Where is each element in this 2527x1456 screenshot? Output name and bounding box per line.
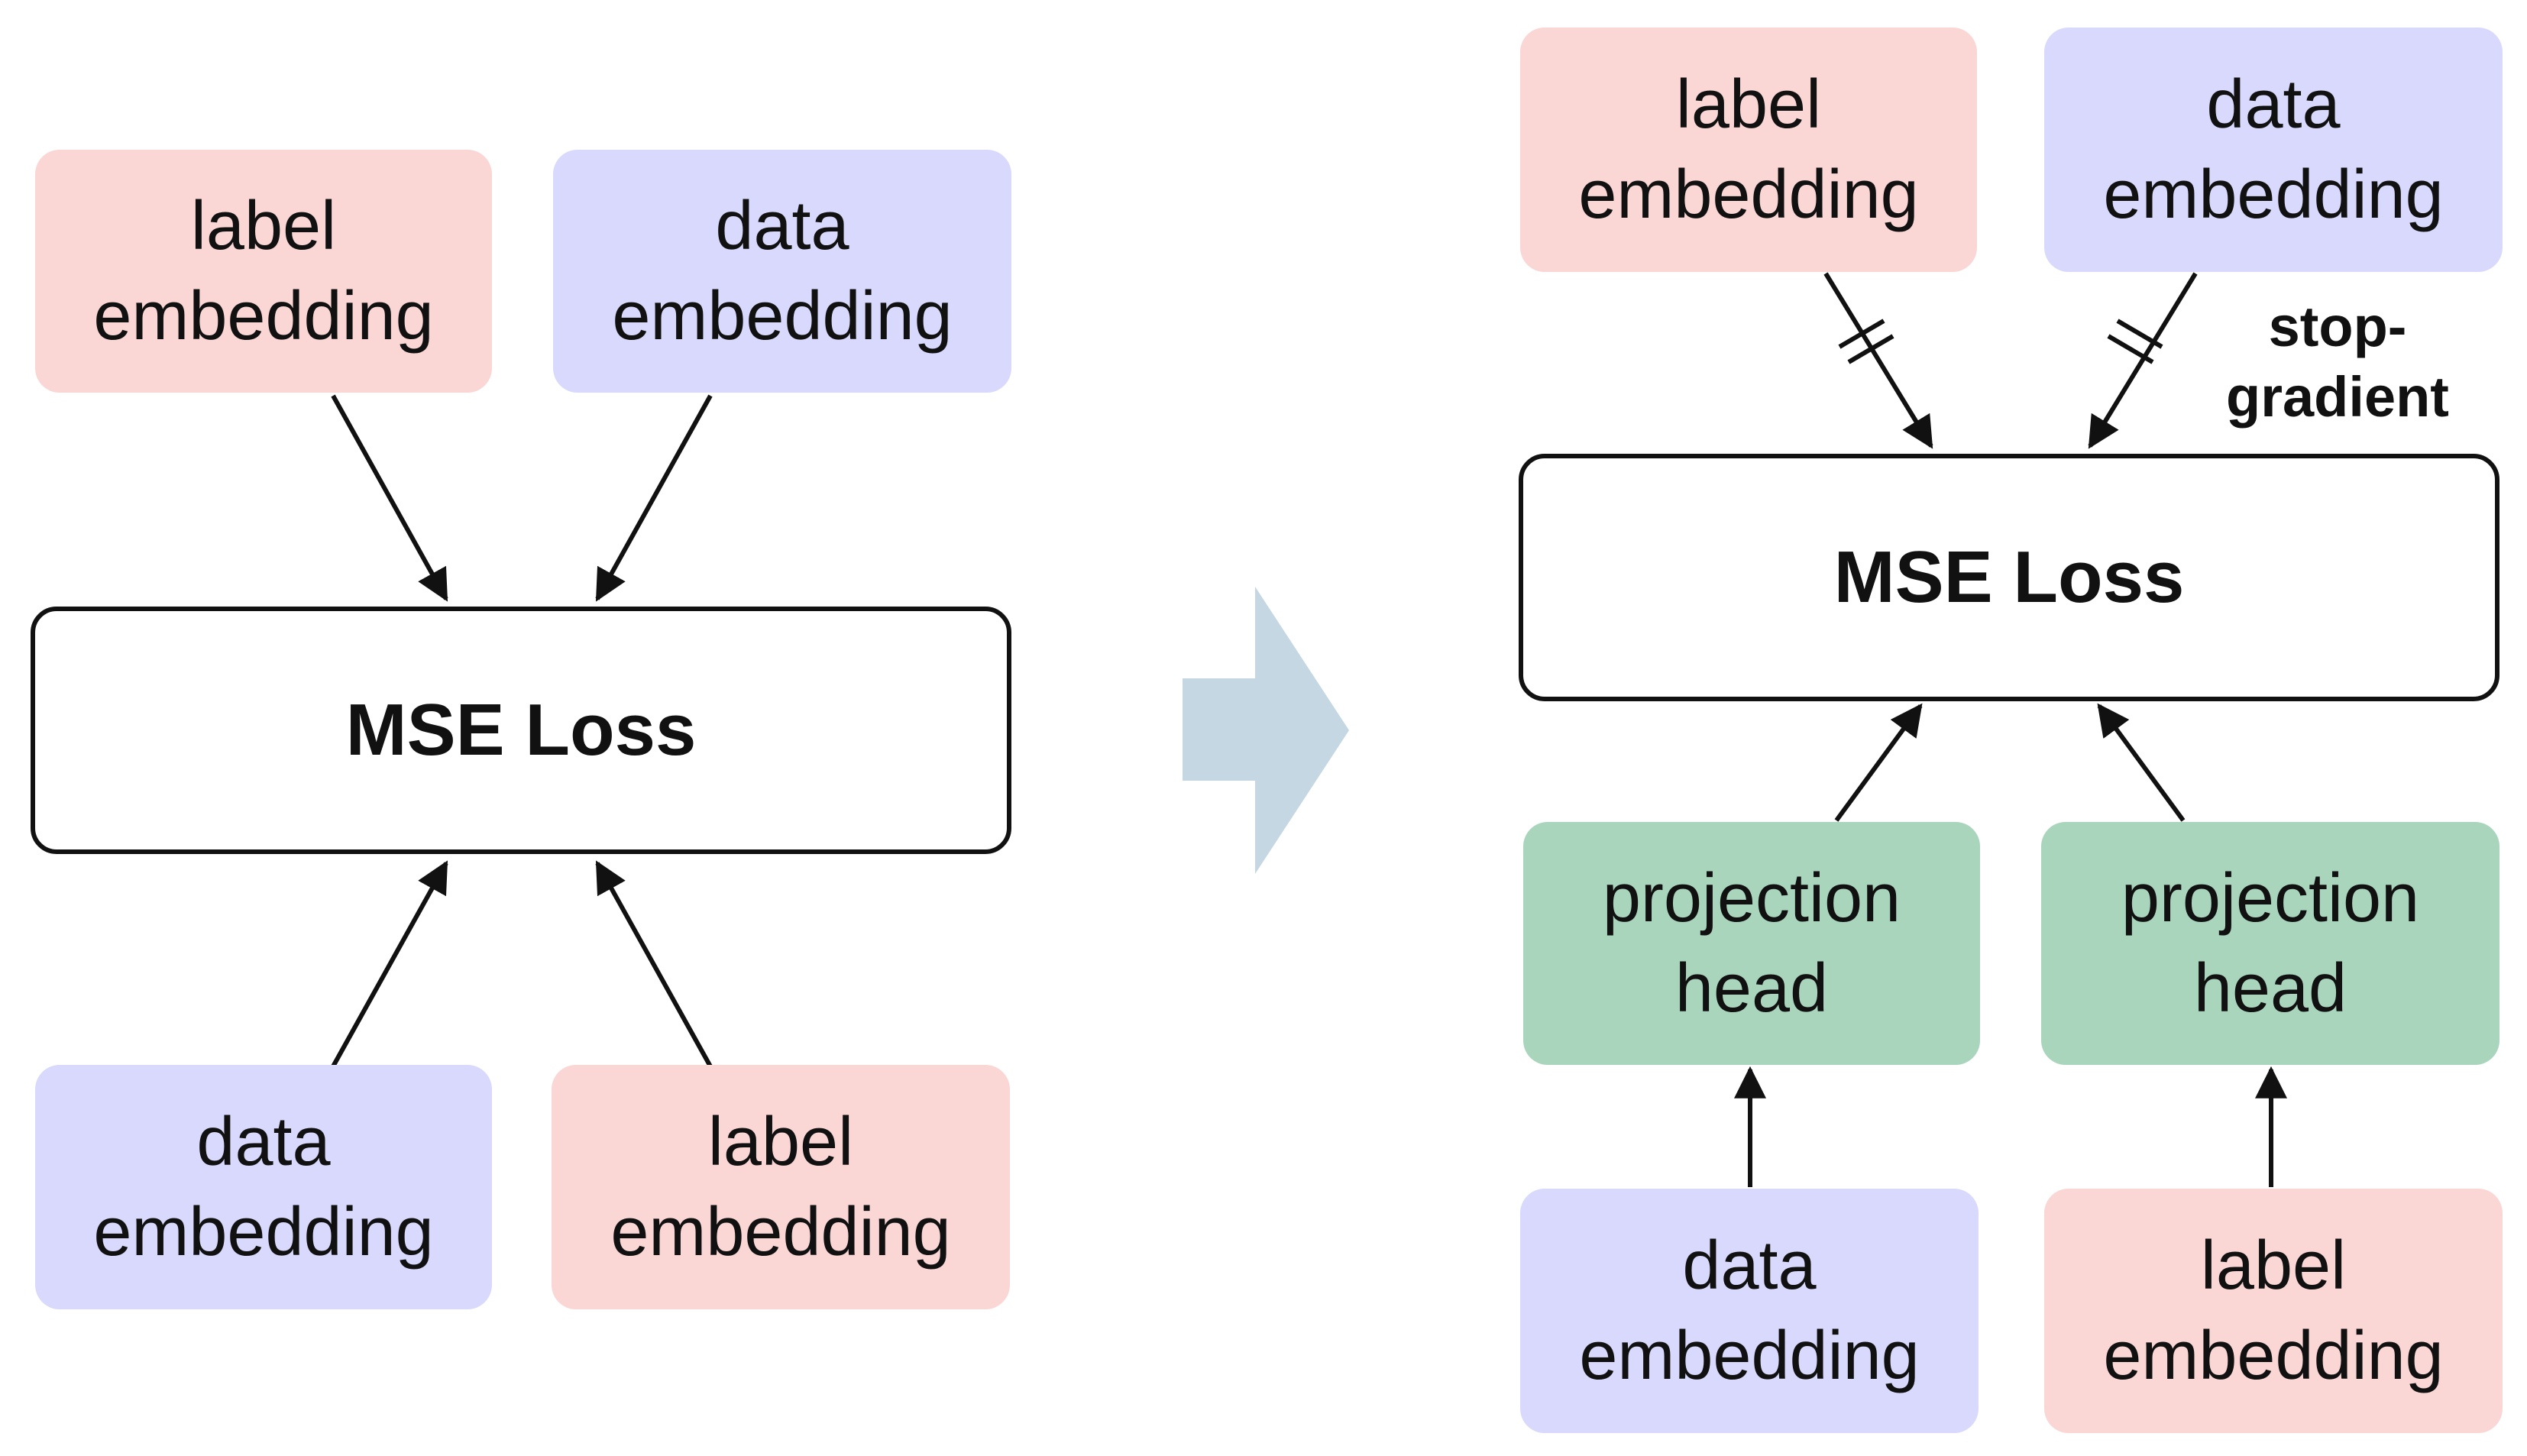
box-text-line: projection <box>2121 860 2420 937</box>
box-text-line: embedding <box>93 278 434 354</box>
right-projection-head-left-box: projection head <box>1523 822 1980 1065</box>
arrow-data-to-loss <box>595 394 713 602</box>
arrow-label-to-loss-stopgrad <box>1823 272 1933 449</box>
stop-gradient-mark-left <box>1838 319 1894 364</box>
box-text-line: data <box>1682 1228 1817 1304</box>
box-text-line: projection <box>1602 860 1901 937</box>
box-text-line: embedding <box>1579 1318 1920 1394</box>
stop-gradient-mark-right <box>2107 319 2163 364</box>
box-text-line: data <box>196 1104 331 1180</box>
box-text-line: embedding <box>2103 157 2444 233</box>
box-text-line: embedding <box>1578 157 1919 233</box>
box-text-line: head <box>2193 950 2347 1027</box>
transition-arrow <box>1183 587 1349 874</box>
box-text-line: label <box>190 188 337 264</box>
box-text-line: embedding <box>612 278 953 354</box>
box-text-line: head <box>1674 950 1829 1027</box>
left-label-embedding-box: label embedding <box>35 150 492 393</box>
arrow-proj-left-to-loss <box>1834 703 1923 822</box>
box-text-line: data <box>715 188 849 264</box>
arrow-proj-right-to-loss <box>2097 703 2186 822</box>
arrow-label-to-loss <box>331 394 448 602</box>
right-mse-loss-box: MSE Loss <box>1519 454 2499 701</box>
left-bottom-data-embedding-box: data embedding <box>35 1065 492 1309</box>
right-bottom-data-embedding-box: data embedding <box>1520 1189 1979 1433</box>
right-projection-head-right-box: projection head <box>2041 822 2499 1065</box>
left-bottom-label-embedding-box: label embedding <box>552 1065 1010 1309</box>
arrow-data-to-loss-stopgrad <box>2088 272 2198 449</box>
right-data-embedding-box: data embedding <box>2044 28 2503 272</box>
box-text-line: data <box>2206 66 2341 143</box>
arrow-bottom-label-to-loss <box>595 860 713 1068</box>
box-text-line: label <box>2200 1228 2347 1304</box>
loss-label: MSE Loss <box>345 689 697 771</box>
note-line: gradient <box>2226 365 2449 429</box>
box-text-line: embedding <box>2103 1318 2444 1394</box>
stop-gradient-label: stop- gradient <box>2200 292 2475 432</box>
loss-label: MSE Loss <box>1833 536 2185 618</box>
box-text-line: embedding <box>610 1194 951 1270</box>
note-line: stop- <box>2268 295 2407 358</box>
box-text-line: label <box>707 1104 854 1180</box>
box-text-line: label <box>1675 66 1822 143</box>
right-label-embedding-box: label embedding <box>1520 28 1977 272</box>
right-bottom-label-embedding-box: label embedding <box>2044 1189 2503 1433</box>
box-text-line: embedding <box>93 1194 434 1270</box>
arrow-bottom-data-to-loss <box>331 860 448 1068</box>
left-mse-loss-box: MSE Loss <box>31 607 1011 854</box>
left-data-embedding-box: data embedding <box>553 150 1011 393</box>
